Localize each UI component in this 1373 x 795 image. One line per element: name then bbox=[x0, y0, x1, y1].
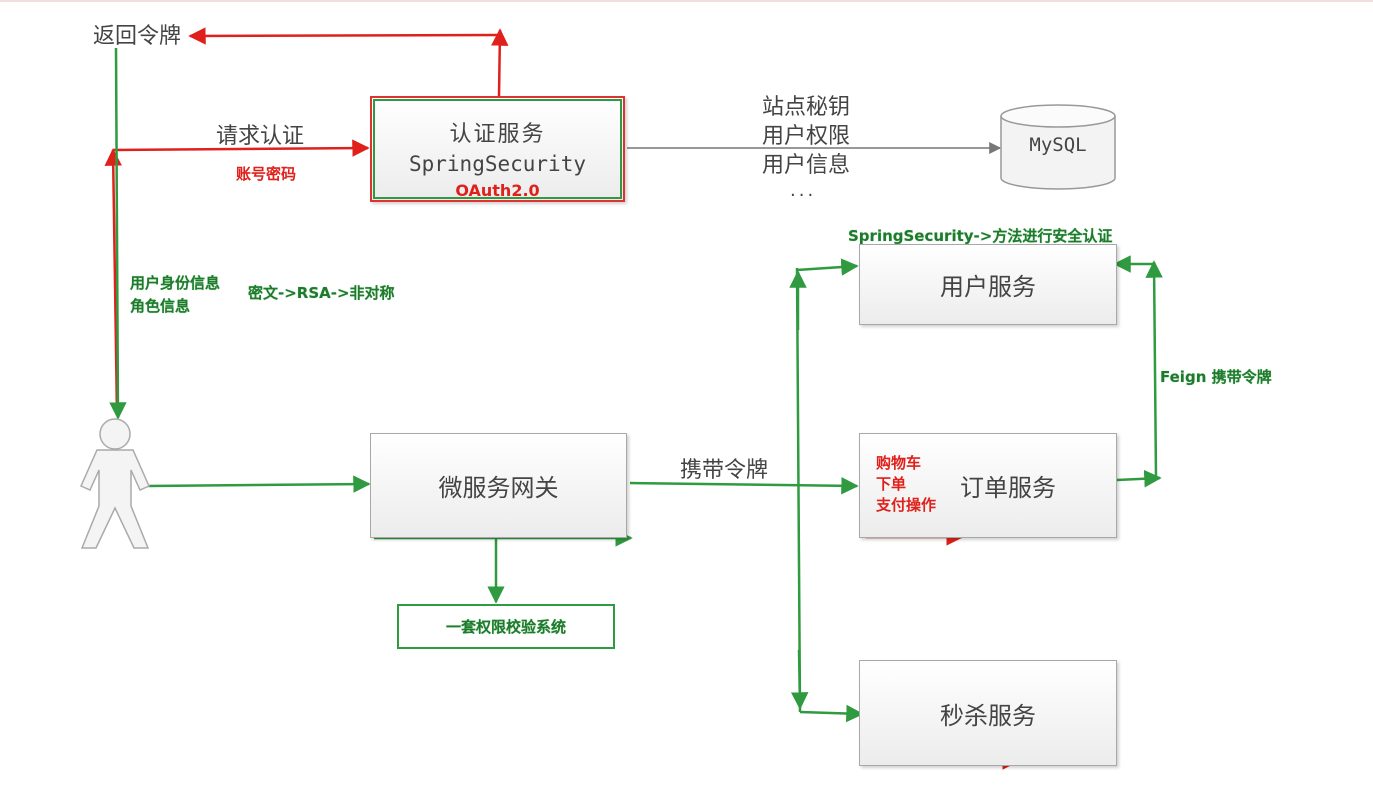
user-identity-info-label: 用户身份信息 bbox=[130, 274, 221, 292]
permission-system-box: 一套权限校验系统 bbox=[397, 604, 615, 649]
user-service-box: 用户服务 bbox=[859, 244, 1117, 325]
request-auth-label: 请求认证 bbox=[216, 124, 305, 149]
order-op-pay: 支付操作 bbox=[876, 496, 937, 514]
mysql-database-icon bbox=[1000, 104, 1116, 190]
red-arrow-return-token bbox=[188, 27, 501, 45]
feign-carry-token-label: Feign 携带令牌 bbox=[1160, 368, 1272, 386]
spring-security-method-label: SpringSecurity->方法进行安全认证 bbox=[848, 227, 1113, 245]
user-info-label: 用户信息 bbox=[762, 153, 851, 178]
auth-service-title: 认证服务 bbox=[449, 122, 546, 147]
site-secret-label: 站点秘钥 bbox=[762, 95, 851, 120]
seckill-service-box: 秒杀服务 bbox=[859, 660, 1117, 766]
account-password-label: 账号密码 bbox=[236, 165, 297, 183]
red-line-person-up bbox=[104, 148, 122, 416]
top-border bbox=[0, 0, 1373, 2]
green-arrow-person-gateway bbox=[147, 475, 371, 493]
green-line-trunk bbox=[795, 267, 802, 713]
order-service-label: 订单服务 bbox=[960, 474, 1056, 502]
user-person-icon bbox=[80, 418, 150, 549]
return-token-label: 返回令牌 bbox=[93, 24, 182, 49]
seckill-service-label: 秒杀服务 bbox=[940, 701, 1036, 730]
red-arrow-request-auth bbox=[112, 139, 370, 157]
auth-service-box: 认证服务 SpringSecurity OAuth2.0 bbox=[370, 96, 625, 202]
permission-system-label: 一套权限校验系统 bbox=[445, 618, 566, 636]
green-arrow-trunk-down bbox=[790, 649, 809, 710]
role-info-label: 角色信息 bbox=[130, 297, 191, 315]
green-arrow-order-feign bbox=[1116, 469, 1162, 488]
carry-token-label: 携带令牌 bbox=[680, 458, 769, 483]
order-op-cart: 购物车 bbox=[876, 454, 922, 472]
green-arrow-token-to-person bbox=[109, 47, 127, 420]
order-service-box: 订单服务 bbox=[859, 433, 1117, 538]
gateway-box: 微服务网关 bbox=[370, 433, 627, 538]
mysql-label: MySQL bbox=[1029, 134, 1087, 156]
red-line-auth-up bbox=[491, 28, 509, 97]
auth-service-framework: SpringSecurity bbox=[408, 152, 586, 176]
user-service-label: 用户服务 bbox=[940, 273, 1036, 301]
gateway-label: 微服务网关 bbox=[438, 474, 559, 502]
green-arrow-user-service bbox=[796, 258, 859, 276]
auth-service-protocol: OAuth2.0 bbox=[455, 181, 540, 200]
order-op-place: 下单 bbox=[876, 475, 907, 493]
green-arrow-seckill bbox=[799, 704, 864, 723]
user-permission-label: 用户权限 bbox=[762, 124, 851, 149]
ellipsis-label: ... bbox=[790, 180, 817, 201]
green-arrow-gateway-order bbox=[629, 477, 859, 495]
cipher-rsa-label: 密文->RSA->非对称 bbox=[248, 284, 395, 302]
green-arrow-feign-up bbox=[1145, 260, 1163, 479]
